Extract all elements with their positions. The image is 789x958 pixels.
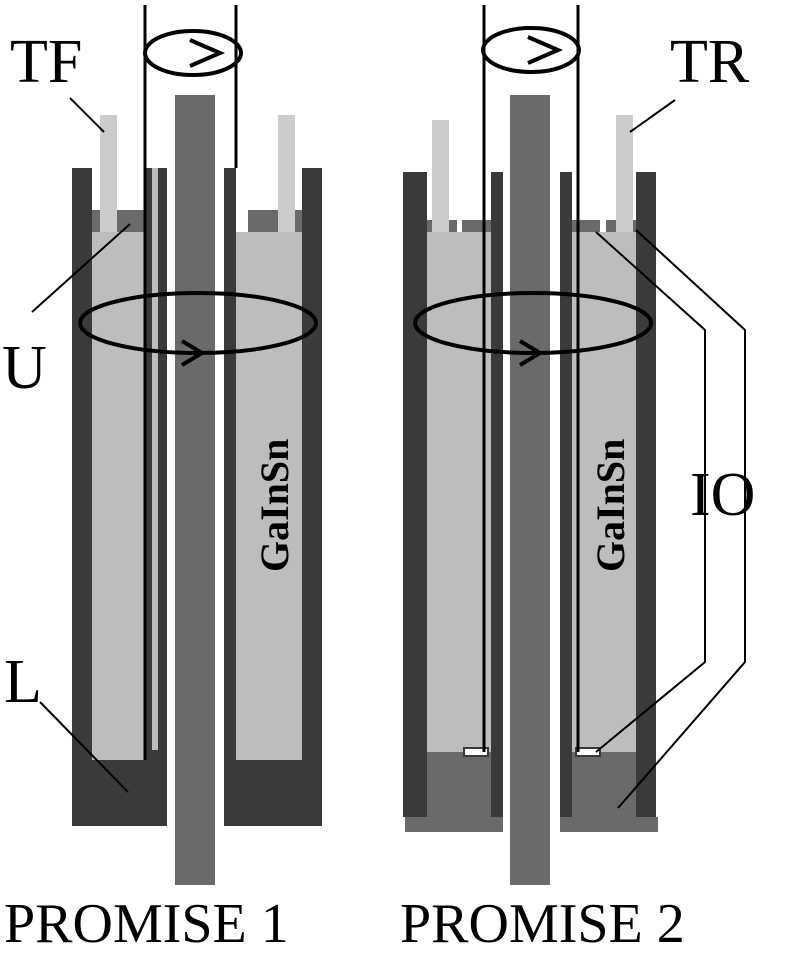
promise-1-tf-leader (69, 97, 105, 133)
promise-2-apparatus: TR IO GaInSn (403, 5, 755, 885)
promise-1-l-leader (39, 701, 129, 793)
promise-2-sensor-left (432, 120, 449, 232)
promise-2-top-ring-right-a (572, 220, 600, 232)
label-l: L (4, 648, 42, 716)
promise-1-inner-cylinder-right (224, 168, 236, 826)
promise-2-bottom-lid-right (572, 752, 636, 817)
promise-2-top-ring-left-b (462, 220, 491, 232)
promise-1-central-shaft (175, 95, 215, 885)
promise-1-magnetic-field-loop (78, 291, 318, 355)
promise-2-magnetic-field-loop (413, 291, 653, 355)
promise-2-tr-leader (629, 99, 676, 133)
promise-2-loop-arrowhead (518, 339, 544, 367)
label-galinstan-left: GaInSn (252, 439, 297, 572)
promise-1-sensor-tf (100, 115, 117, 232)
promise-2-base-plate-left (405, 817, 503, 832)
promise-1-top-rotation-arrow (143, 29, 243, 77)
promise-2-top-arrowhead (527, 35, 564, 65)
label-io: IO (690, 461, 755, 529)
label-tf: TF (10, 28, 82, 96)
promise-1-fluid-left (92, 232, 145, 760)
promise-2-bottom-lid-left (427, 752, 491, 817)
caption-promise-1: PROMISE 1 (4, 893, 289, 955)
promise-2-io-leader-1 (595, 231, 706, 753)
promise-2-fluid-right (572, 232, 636, 752)
promise-1-loop-arrowhead (180, 339, 206, 367)
label-u: U (2, 334, 47, 402)
promise-2-bottom-ring-gap-right (575, 747, 601, 757)
promise-2-central-shaft (510, 95, 550, 885)
promise-2-top-rotation-arrow (481, 26, 581, 74)
label-galinstan-right: GaInSn (588, 439, 633, 572)
promise-2-fluid-left (427, 232, 491, 752)
promise-1-top-ring-left (92, 210, 145, 232)
promise-2-inner-cylinder-right (560, 172, 572, 817)
promise-2-outer-wall-right (636, 172, 656, 817)
promise-1-fluid-right (236, 232, 302, 760)
promise-2-sensor-tr (616, 115, 633, 232)
promise-1-bottom-lid-left (92, 760, 167, 826)
promise-1-u-leader (31, 223, 131, 313)
promise-2-io-leader-2 (617, 229, 746, 809)
caption-promise-2: PROMISE 2 (400, 893, 685, 955)
promise-1-bottom-lid-right (236, 760, 302, 826)
promise-1-sensor-right (278, 115, 295, 232)
label-tr: TR (670, 28, 750, 96)
promise-1-inner-cylinder-gap (152, 168, 158, 750)
promise-1-outer-wall-right (302, 168, 322, 826)
promise-1-apparatus: TF U L GaInSn (2, 5, 322, 885)
promise-2-bottom-ring-gap-left (463, 747, 489, 757)
promise-1-top-arrowhead (189, 38, 226, 68)
promise-2-outer-wall-left (403, 172, 427, 817)
promise-2-base-plate-right (560, 817, 658, 832)
promise-2-inner-cylinder-left (491, 172, 503, 817)
